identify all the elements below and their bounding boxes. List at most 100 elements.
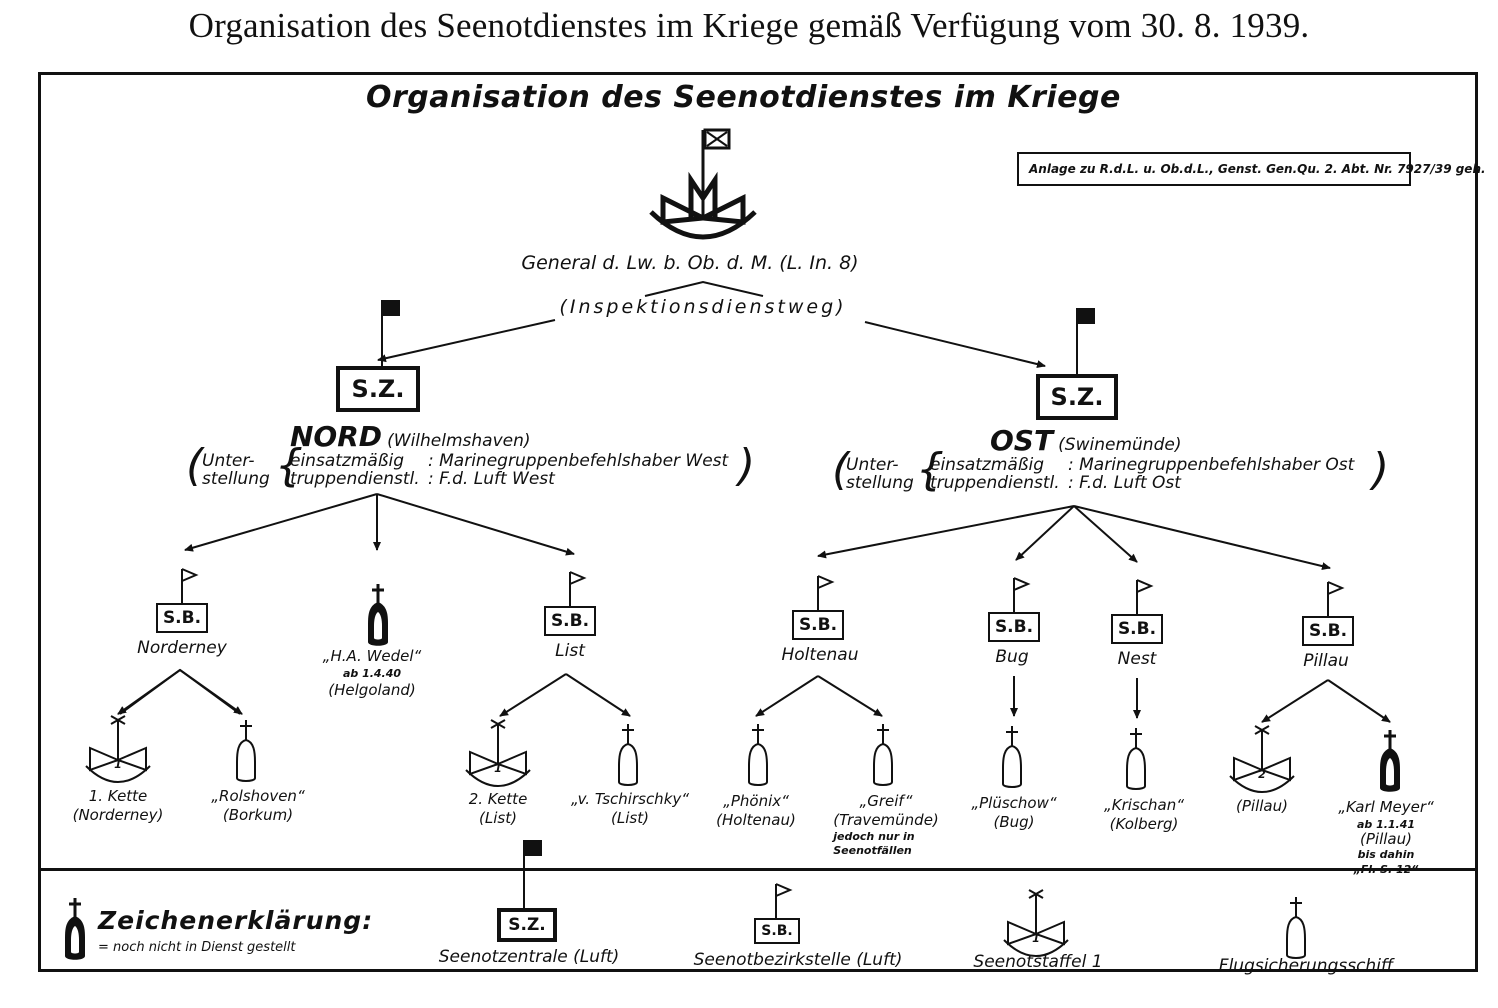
unit-note: jedoch nur in <box>833 830 915 843</box>
ost-subordination-values: : Marinegruppenbefehlshaber Ost : F.d. L… <box>1068 456 1354 492</box>
sb-norderney-box[interactable]: S.B. <box>156 603 208 633</box>
edge-holtenau-phoenix <box>755 675 819 717</box>
unit-name: 1. Kette <box>88 787 148 805</box>
seenotstaffel-icon <box>1229 725 1295 793</box>
sb-nest-flag-icon <box>1136 579 1152 615</box>
legend-sb-label: Seenotbezirkstelle (Luft) <box>693 950 903 970</box>
edge-ost-nest <box>1073 505 1138 563</box>
flugsicherungsschiff-icon <box>618 723 638 786</box>
sb-label: S.B. <box>1117 619 1157 639</box>
diagram-frame <box>38 72 1478 972</box>
edge-pillau-karlmeyer <box>1327 679 1391 723</box>
chart-title: Organisation des Seenotdienstes im Krieg… <box>366 80 1121 115</box>
sb-list-box[interactable]: S.B. <box>544 606 596 636</box>
edge-holtenau-greif <box>817 675 883 717</box>
sb-pillau-flag-icon <box>1327 581 1343 617</box>
edge-root-nord <box>377 319 556 363</box>
reference-note: Anlage zu R.d.L. u. Ob.d.L., Genst. Gen.… <box>1017 152 1486 186</box>
unit-location: (Travemünde) <box>833 811 939 829</box>
region-name: OST <box>990 424 1054 457</box>
sz-label: S.Z. <box>508 915 546 935</box>
root-chevron <box>644 280 764 297</box>
legend-title: Zeichenerklärung: <box>98 906 374 935</box>
unit-location: (Pillau) <box>1360 830 1412 848</box>
unit-name: „v. Tschirschky“ <box>570 790 690 808</box>
sb-holtenau-name: Holtenau <box>781 645 859 665</box>
sb-pillau-name: Pillau <box>1303 651 1349 671</box>
unit-plueschow: „Plüschow“ (Bug) <box>971 794 1056 832</box>
unit-phoenix: „Phönix“ (Holtenau) <box>716 792 796 830</box>
sb-label: S.B. <box>1308 621 1348 641</box>
edge-ost-pillau <box>1073 505 1331 571</box>
unit-ha-wedel: „H.A. Wedel“ ab 1.4.40 (Helgoland) <box>323 648 422 699</box>
unit-name: „Phönix“ <box>723 792 789 810</box>
unit-name: „Plüschow“ <box>971 794 1057 812</box>
legend-divider <box>38 868 1478 871</box>
key-line: truppendienstl. <box>290 469 420 489</box>
unit-name: „H.A. Wedel“ <box>322 647 422 665</box>
nord-subordination-label: Unter- stellung <box>202 452 270 488</box>
page-title: Organisation des Seenotdienstes im Krieg… <box>188 6 1310 45</box>
sb-norderney-name: Norderney <box>137 638 227 658</box>
root-channel: (Inspektionsdienstweg) <box>559 296 847 318</box>
sb-pillau-box[interactable]: S.B. <box>1302 616 1354 646</box>
paren-left: ( <box>832 444 850 495</box>
paren-right: ) <box>1372 444 1390 495</box>
brace-left: { <box>275 440 303 491</box>
legend-seenotstaffel-icon <box>1003 889 1069 957</box>
flugsicherungsschiff-not-in-service-icon <box>1378 728 1402 794</box>
unit-name: „Krischan“ <box>1104 796 1184 814</box>
ost-subordination-keys: einsatzmäßig truppendienstl. <box>930 456 1060 492</box>
unit-name: „Karl Meyer“ <box>1338 798 1434 816</box>
unit-name: „Greif“ <box>859 792 913 810</box>
sb-label: S.B. <box>798 615 838 635</box>
sb-norderney-flag-icon <box>181 568 197 604</box>
staffel-number: 1 <box>114 758 122 771</box>
unit-location: (Helgoland) <box>328 681 416 699</box>
sz-label: S.Z. <box>351 375 405 403</box>
sb-nest-box[interactable]: S.B. <box>1111 614 1163 644</box>
unit-location: (Bug) <box>993 813 1035 831</box>
unit-note: Seenotfällen <box>833 844 912 857</box>
edge-norderney-kette1 <box>117 669 181 715</box>
legend-sz-label: Seenotzentrale (Luft) <box>438 947 620 967</box>
staffel-number: 1 <box>494 762 502 775</box>
sb-bug-flag-icon <box>1013 577 1029 613</box>
unit-rolshoven: „Rolshoven“ (Borkum) <box>211 787 304 825</box>
command-ship-flag-icon <box>649 128 757 240</box>
root-label: General d. Lw. b. Ob. d. M. (L. In. 8) <box>521 252 859 274</box>
sz-ost-box[interactable]: S.Z. <box>1036 374 1118 420</box>
unit-location: (Pillau) <box>1236 797 1288 815</box>
brace-left: { <box>916 444 944 495</box>
edge-ost-holtenau <box>817 505 1075 559</box>
sb-label: S.B. <box>761 923 793 939</box>
legend-not-in-service-icon <box>63 896 87 962</box>
unit-name: „Rolshoven“ <box>211 787 305 805</box>
sb-holtenau-box[interactable]: S.B. <box>792 610 844 640</box>
sb-bug-name: Bug <box>995 647 1029 667</box>
flugsicherungsschiff-icon <box>1002 725 1022 788</box>
nord-subordination-keys: einsatzmäßig truppendienstl. <box>290 452 420 488</box>
legend-flugsicherungsschiff-icon <box>1286 896 1306 959</box>
unit-date: ab 1.4.40 <box>342 667 402 680</box>
seenotstaffel-icon <box>465 719 531 787</box>
unit-staffel2: (Pillau) <box>1236 797 1288 815</box>
sz-label: S.Z. <box>1050 383 1104 411</box>
label-line: stellung <box>846 473 914 493</box>
ost-heading: OST (Swinemünde) <box>990 424 1181 457</box>
sb-label: S.B. <box>162 608 202 628</box>
edge-ost-bug <box>1015 505 1075 561</box>
flugsicherungsschiff-icon <box>873 723 893 786</box>
sz-nord-box[interactable]: S.Z. <box>336 366 420 412</box>
sb-label: S.B. <box>550 611 590 631</box>
unit-location: (Borkum) <box>222 806 294 824</box>
flugsicherungsschiff-icon <box>748 723 768 786</box>
ost-subordination-label: Unter- stellung <box>846 456 914 492</box>
region-location: (Wilhelmshaven) <box>387 431 531 451</box>
sb-bug-box[interactable]: S.B. <box>988 612 1040 642</box>
edge-norderney-rolshoven <box>179 669 243 715</box>
legend-staffel-label: Seenotstaffel 1 <box>973 952 1103 972</box>
seenotstaffel-icon <box>85 715 151 783</box>
unit-location: (Kolberg) <box>1109 815 1179 833</box>
